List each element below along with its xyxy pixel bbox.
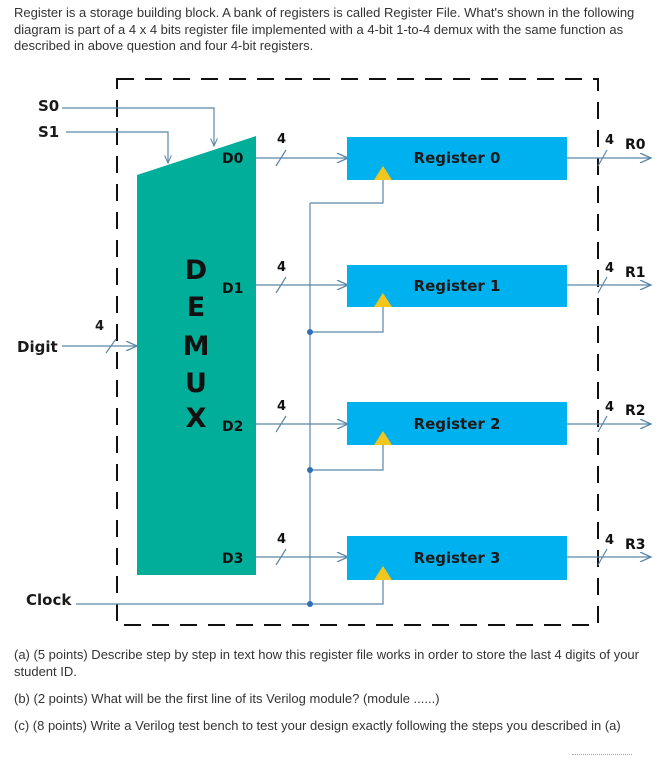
- clock-branch-1: [310, 305, 384, 333]
- clock-junction-2: [307, 467, 313, 473]
- r3-bus-slash: [597, 548, 608, 566]
- r3-label: R3: [625, 537, 646, 553]
- r1-bus-width: 4: [605, 261, 614, 276]
- page-cut-edge: [572, 754, 632, 759]
- register-2-label: Register 2: [414, 415, 501, 433]
- d2-bus-width: 4: [277, 399, 286, 414]
- demux-letters: D E M U X: [183, 255, 210, 434]
- s1-wire: [66, 131, 168, 163]
- r3-bus-width: 4: [605, 533, 614, 548]
- r2-bus-width: 4: [605, 400, 614, 415]
- demux-letter-e: E: [187, 292, 205, 323]
- intro-text: Register is a storage building block. A …: [14, 5, 635, 53]
- digit-label: Digit: [17, 338, 58, 356]
- register-file-boundary: [116, 78, 599, 626]
- clock-label: Clock: [26, 591, 72, 609]
- register-1-label: Register 1: [414, 277, 501, 295]
- question-b: (b) (2 points) What will be the first li…: [14, 691, 440, 706]
- clock-branch-0: [310, 180, 384, 204]
- demux-block: [137, 136, 256, 575]
- demux-output-d2: D2: [222, 419, 243, 435]
- clock-junction-1: [307, 329, 313, 335]
- s0-wire: [62, 107, 214, 146]
- s1-label: S1: [38, 123, 59, 141]
- digit-bus-width: 4: [95, 319, 104, 334]
- register-0-clock-triangle: [374, 166, 392, 180]
- register-file-diagram: S0 S1 4 Digit D E M U X D0 D1 D2 D3 4 4 …: [17, 78, 670, 626]
- r1-label: R1: [625, 265, 646, 281]
- d0-bus-width: 4: [277, 132, 286, 147]
- register-3-label: Register 3: [414, 549, 501, 567]
- r1-bus-slash: [597, 276, 608, 294]
- d1-bus-width: 4: [277, 260, 286, 275]
- digit-bus-slash: [105, 338, 117, 354]
- demux-letter-x: X: [186, 403, 207, 434]
- s0-label: S0: [38, 97, 59, 115]
- r0-bus-slash: [597, 149, 608, 167]
- question-list: (a) (5 points) Describe step by step in …: [14, 646, 654, 744]
- question-a: (a) (5 points) Describe step by step in …: [14, 647, 639, 679]
- d3-bus-slash: [275, 548, 287, 566]
- r0-bus-width: 4: [605, 133, 614, 148]
- register-3-clock-triangle: [374, 566, 392, 580]
- clock-branch-3: [310, 580, 384, 605]
- r0-label: R0: [625, 137, 646, 153]
- demux-output-d0: D0: [222, 151, 244, 167]
- d0-bus-slash: [275, 149, 287, 167]
- d3-bus-width: 4: [277, 532, 286, 547]
- register-1-clock-triangle: [374, 293, 392, 307]
- demux-letter-u: U: [185, 368, 207, 399]
- clock-junction-3: [307, 601, 313, 607]
- register-0-label: Register 0: [414, 149, 501, 167]
- r2-label: R2: [625, 403, 646, 419]
- demux-output-d1: D1: [222, 281, 243, 297]
- register-2-clock-triangle: [374, 431, 392, 445]
- r2-bus-slash: [597, 415, 608, 433]
- question-c: (c) (8 points) Write a Verilog test benc…: [14, 718, 621, 733]
- d2-bus-slash: [275, 415, 287, 433]
- demux-letter-d: D: [185, 255, 207, 286]
- demux-output-d3: D3: [222, 551, 243, 567]
- d1-bus-slash: [275, 276, 287, 294]
- clock-branch-2: [310, 443, 384, 471]
- demux-letter-m: M: [183, 331, 210, 362]
